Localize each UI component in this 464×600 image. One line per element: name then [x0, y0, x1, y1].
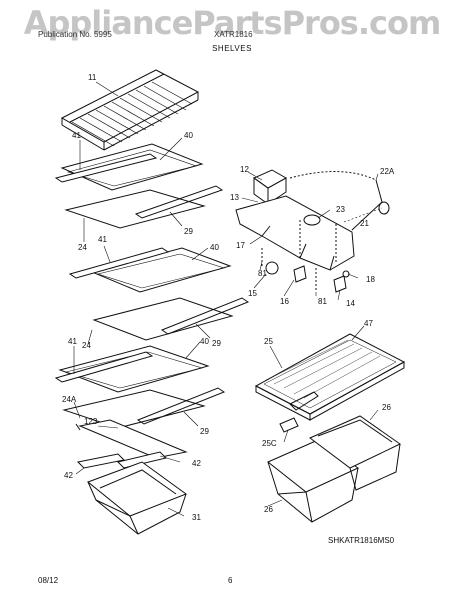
callout-123: 123 [84, 417, 98, 426]
section-title: SHELVES [212, 44, 252, 53]
callout-29: 29 [200, 427, 209, 436]
callout-81: 81 [258, 269, 267, 278]
callout-15: 15 [248, 289, 257, 298]
watermark: AppliancePartsPros.com [23, 4, 442, 42]
callout-21: 21 [360, 219, 369, 228]
crisper-cover [254, 333, 406, 421]
callout-31: 31 [192, 513, 201, 522]
callout-16: 16 [280, 297, 289, 306]
callout-42: 42 [192, 459, 201, 468]
callout-47: 47 [364, 319, 373, 328]
slide-rail [75, 419, 188, 459]
callout-23: 23 [336, 205, 345, 214]
callout-13: 13 [230, 193, 239, 202]
callout-41: 41 [98, 235, 107, 244]
glass-shelf-3 [54, 345, 226, 429]
footer-date: 08/12 [38, 576, 59, 585]
callout-12: 12 [240, 165, 249, 174]
callout-11: 11 [88, 73, 97, 82]
callout-17: 17 [236, 241, 245, 250]
callout-24A: 24A [62, 395, 77, 404]
callout-26: 26 [264, 505, 273, 514]
callout-14: 14 [346, 299, 355, 308]
glass-shelf-2 [68, 247, 250, 341]
footer-page-number: 6 [228, 576, 233, 585]
callout-42: 42 [64, 471, 73, 480]
model-number: XATR1816 [214, 30, 253, 39]
callout-25: 25 [264, 337, 273, 346]
callout-40: 40 [210, 243, 219, 252]
callout-24: 24 [78, 243, 87, 252]
callout-25C: 25C [262, 439, 277, 448]
control-housing [235, 169, 390, 293]
callout-29: 29 [212, 339, 221, 348]
callout-81: 81 [318, 297, 327, 306]
callout-24: 24 [82, 341, 91, 350]
callout-40: 40 [200, 337, 209, 346]
publication-number: Publication No. 5995 [38, 30, 112, 39]
crisper-drawer-right [309, 415, 401, 491]
diagram-code: SHKATR1816MS0 [328, 536, 395, 545]
callout-18: 18 [366, 275, 375, 284]
crisper-pan [87, 461, 188, 535]
glass-shelf-1 [54, 143, 224, 229]
callout-41: 41 [68, 337, 77, 346]
callout-40: 40 [184, 131, 193, 140]
callout-22A: 22A [380, 167, 395, 176]
callout-26: 26 [382, 403, 391, 412]
wire-shelf [60, 69, 200, 151]
callout-41: 41 [72, 131, 81, 140]
callout-29: 29 [184, 227, 193, 236]
